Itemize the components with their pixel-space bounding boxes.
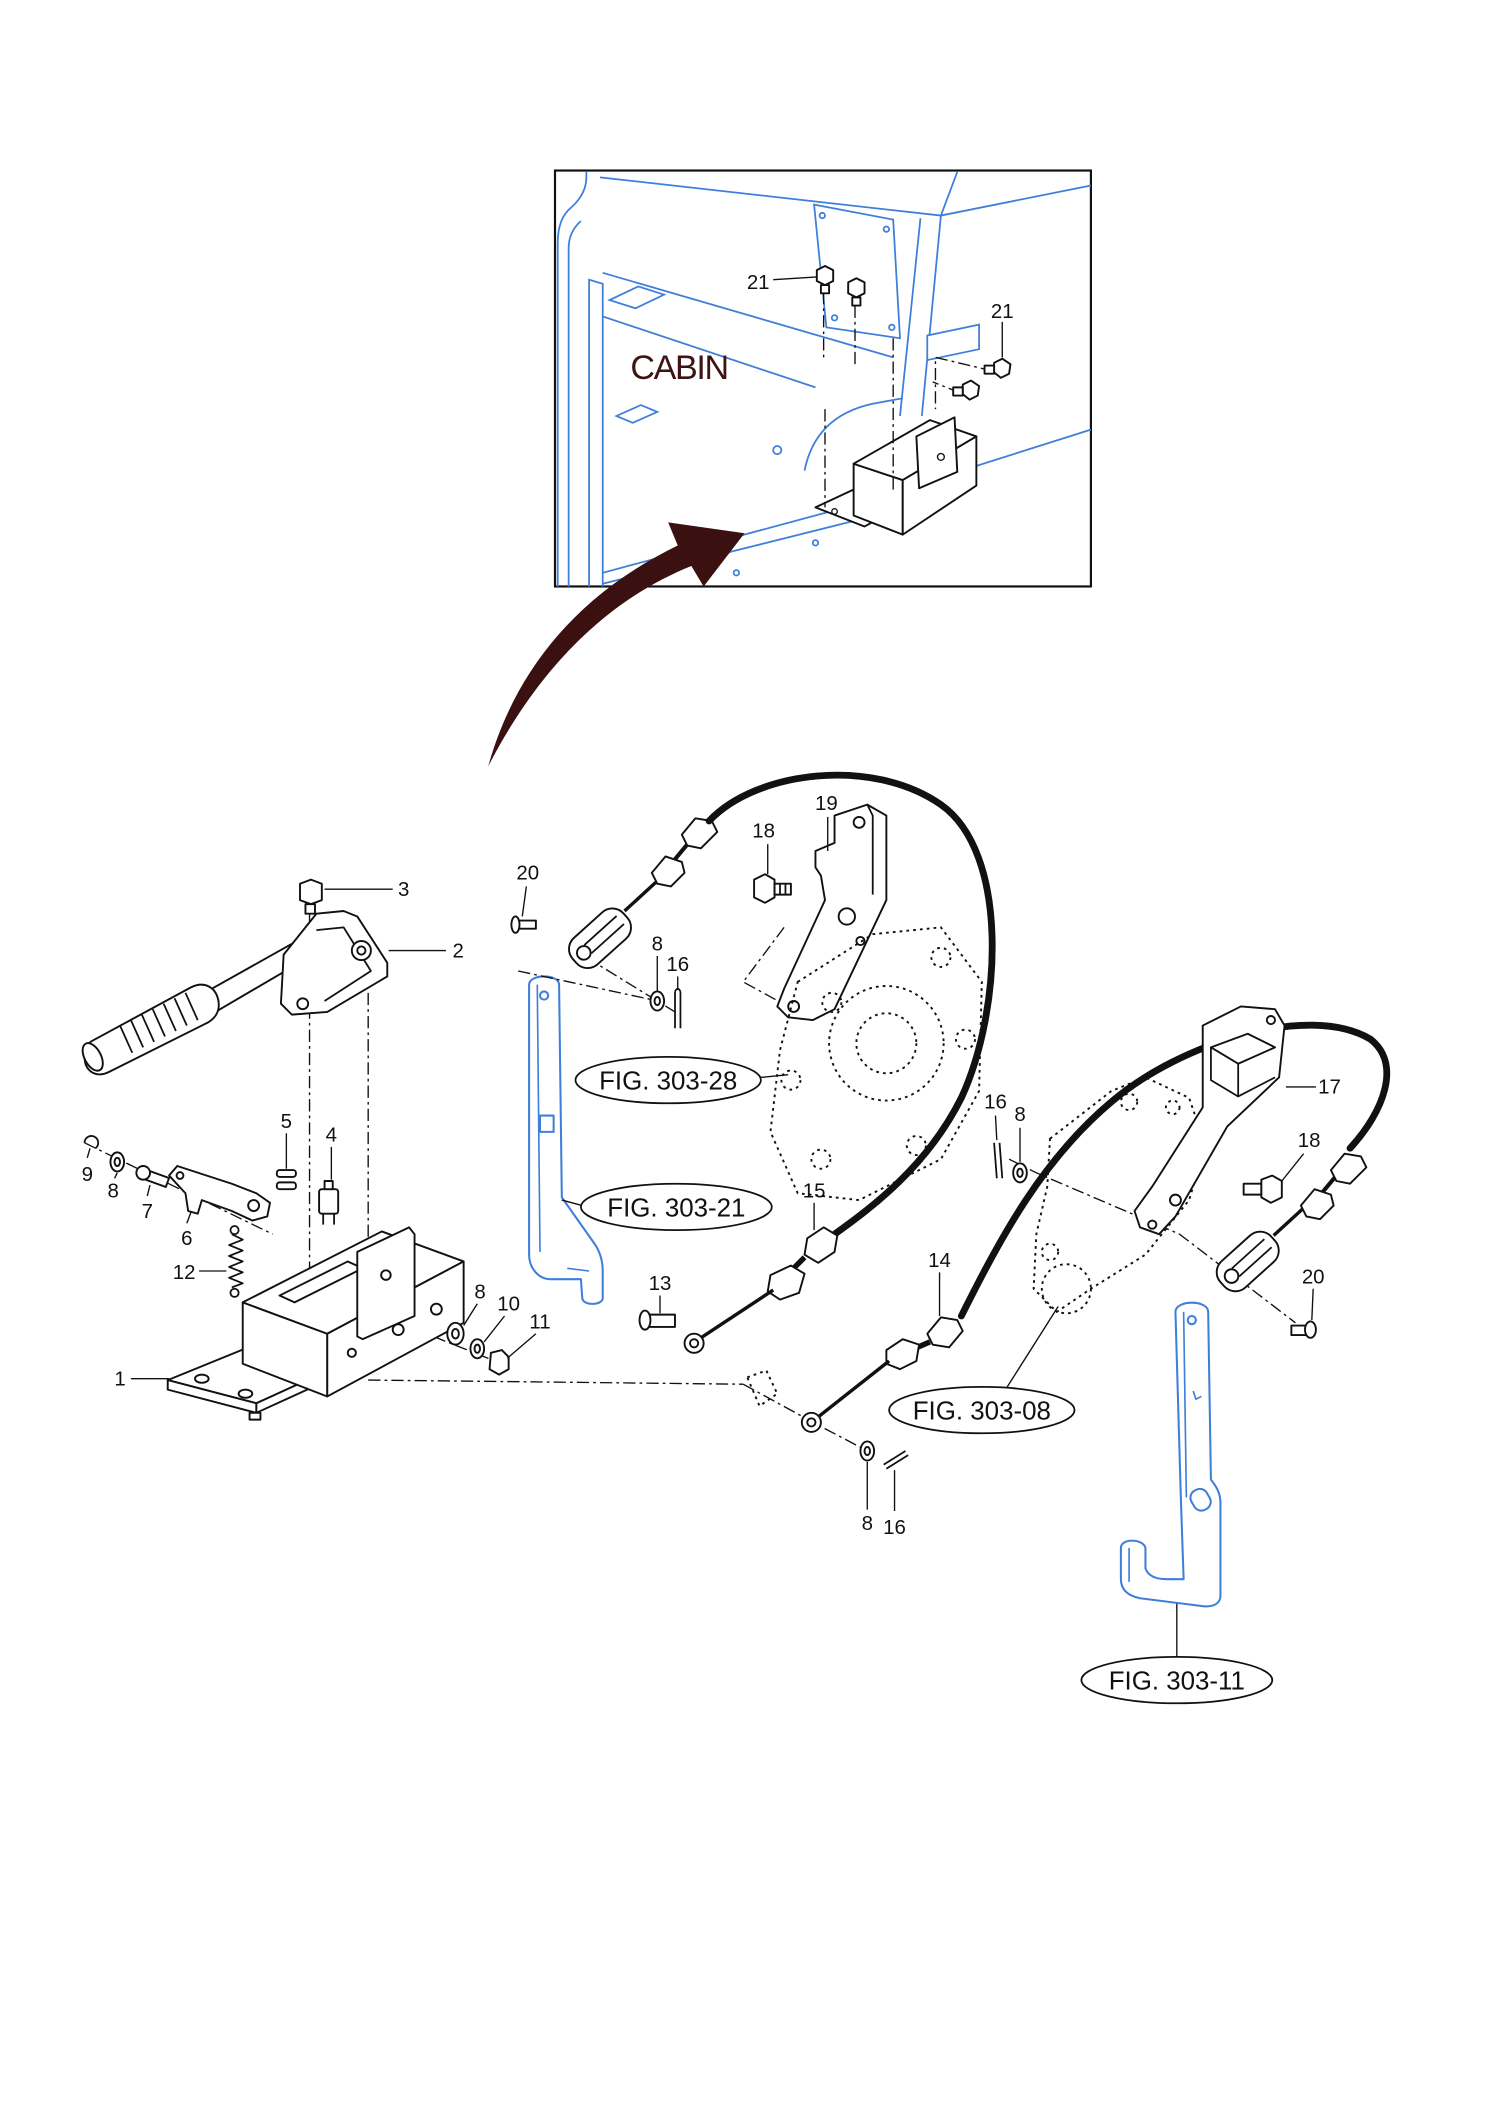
clevis-screw [1290,1320,1317,1339]
washer [1012,1162,1028,1184]
pivot-pin [135,1165,171,1188]
callout-brake-cable-upper: 15 [803,1179,826,1202]
cable-bracket-upper [776,803,888,1022]
inset-base-bracket [814,416,978,536]
callout-spring-pin: 5 [281,1110,292,1133]
cable-clevis-lower [1215,1230,1280,1293]
callout-split-pin: 16 [984,1091,1007,1114]
callout-clevis-pin: 13 [649,1272,672,1295]
callout-return-spring: 12 [173,1261,196,1284]
rod-end-eye [800,1411,822,1433]
figure-reference-303-21: FIG. 303-21 [561,1182,773,1231]
callout-split-pin: 16 [883,1516,906,1539]
callout-washer: 8 [862,1512,873,1535]
split-pin [883,1450,909,1470]
retaining-clip [83,1135,100,1149]
parking-brake-lever [81,910,389,1076]
washer [649,990,666,1012]
callout-retaining-clip: 9 [82,1163,93,1186]
cable-rod-lower-left [699,1288,775,1340]
brake-cable-upper [705,771,996,1238]
callout-clevis-screw: 20 [1302,1265,1325,1288]
inset-bolt [815,265,835,295]
brake-switch [318,1180,340,1225]
pedal-bracket-left [528,975,604,1305]
cabin-frame [556,171,1092,587]
washer [446,1321,465,1346]
figure-reference-label: FIG. 303-28 [599,1068,737,1096]
nut [488,1349,510,1376]
release-link [168,1165,271,1222]
callout-nut: 11 [529,1310,550,1333]
inset-bolt [847,277,866,307]
pedal-bracket-right [1119,1301,1222,1608]
figure-reference-303-08: FIG. 303-08 [888,1306,1076,1435]
cable-rod-right [1272,1204,1308,1237]
cable-fitting [885,1316,964,1371]
cable-clevis-upper [568,907,632,970]
return-spring [228,1225,244,1298]
callout-release-link: 6 [181,1227,192,1250]
callout-cable-bracket-lower: 17 [1318,1076,1341,1099]
cable-fitting [766,1226,839,1301]
callout-spring-washer: 10 [497,1293,520,1316]
callout-leader-lines [86,816,1316,1511]
inset-callout-bolt-right: 21 [991,300,1014,323]
cable-fitting [650,817,719,888]
cable-bracket-lower [1133,1005,1286,1236]
inset-bolt [983,357,1012,379]
split-pin [993,1142,1004,1179]
clevis-pin [638,1309,676,1331]
callout-washer: 8 [107,1179,118,1202]
mounting-bolt [1242,1174,1283,1204]
callout-brake-cable-lower: 14 [928,1249,951,1272]
figure-reference-label: FIG. 303-11 [1109,1668,1245,1696]
callout-cable-bracket-upper: 19 [815,792,838,815]
callout-clevis-screw: 20 [516,862,539,885]
location-arrow [488,522,745,767]
split-pin [674,987,682,1029]
rod-end-eye [683,1332,705,1354]
callout-brake-switch: 4 [326,1123,337,1146]
inset-bolt [952,379,981,401]
callout-washer: 8 [474,1280,485,1303]
cable-rod-lower [817,1359,891,1419]
figure-reference-label: FIG. 303-21 [607,1194,745,1222]
callout-mounting-bolt: 18 [752,819,775,842]
spring-pin [275,1169,297,1191]
figure-reference-303-28: FIG. 303-28 [574,1056,789,1105]
callout-pivot-pin: 7 [142,1200,153,1223]
inset-callout-bolt-left: 21 [747,271,770,294]
spring-washer [469,1338,486,1360]
washer [859,1440,876,1462]
callout-lever: 2 [452,939,463,962]
clevis-screw [510,915,537,934]
callout-base-bracket: 1 [114,1368,125,1391]
callout-numbers: 3 2 20 8 16 18 19 5 4 9 8 7 6 12 1 8 10 … [82,792,1341,1539]
washer [109,1151,126,1173]
lever-base-bracket [166,1226,465,1421]
callout-washer: 8 [1014,1103,1025,1126]
callout-lever-bolt: 3 [398,878,409,901]
mounting-bolt [753,873,792,904]
cable-fitting [1299,1152,1368,1221]
lever-pivot-bolt [299,878,323,915]
cabin-label: CABIN [630,349,727,387]
figure-reference-303-11: FIG. 303-11 [1080,1603,1274,1705]
cable-rod-upper [623,879,659,913]
callout-mounting-bolt: 18 [1298,1129,1321,1152]
cabin-inset: 21 21 CABIN [553,169,1092,588]
callout-split-pin: 16 [666,953,689,976]
callout-washer: 8 [652,933,663,956]
inset-alignment-lines [822,291,993,508]
figure-reference-label: FIG. 303-08 [913,1398,1051,1426]
